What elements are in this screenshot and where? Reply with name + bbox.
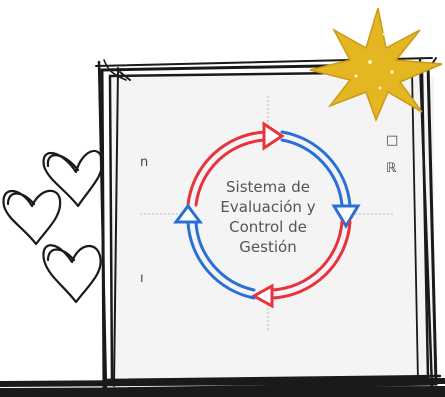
edge-fragments: n ı □ ℝ [140,133,398,286]
cycle-label-line-3: Control de [229,218,307,236]
fragment-right-mid: ℝ [386,161,397,176]
fragment-left-top: n [140,155,148,170]
sketch-frame [95,57,442,392]
fragment-left-bottom: ı [140,271,144,286]
cycle-label: Sistema de Evaluación y Control de Gesti… [220,178,315,256]
cycle-label-line-1: Sistema de [226,178,310,196]
heart-icon [42,244,102,304]
fragment-right-top: □ [386,133,398,148]
cycle-label-line-2: Evaluación y [220,198,315,216]
heart-icon [42,149,104,208]
star-icon [309,7,443,123]
cycle-label-line-4: Gestión [239,238,296,256]
heart-icon [2,189,62,246]
paper-panel [112,76,434,383]
cycle-arrows-icon [173,121,361,309]
ground-line [0,378,445,397]
